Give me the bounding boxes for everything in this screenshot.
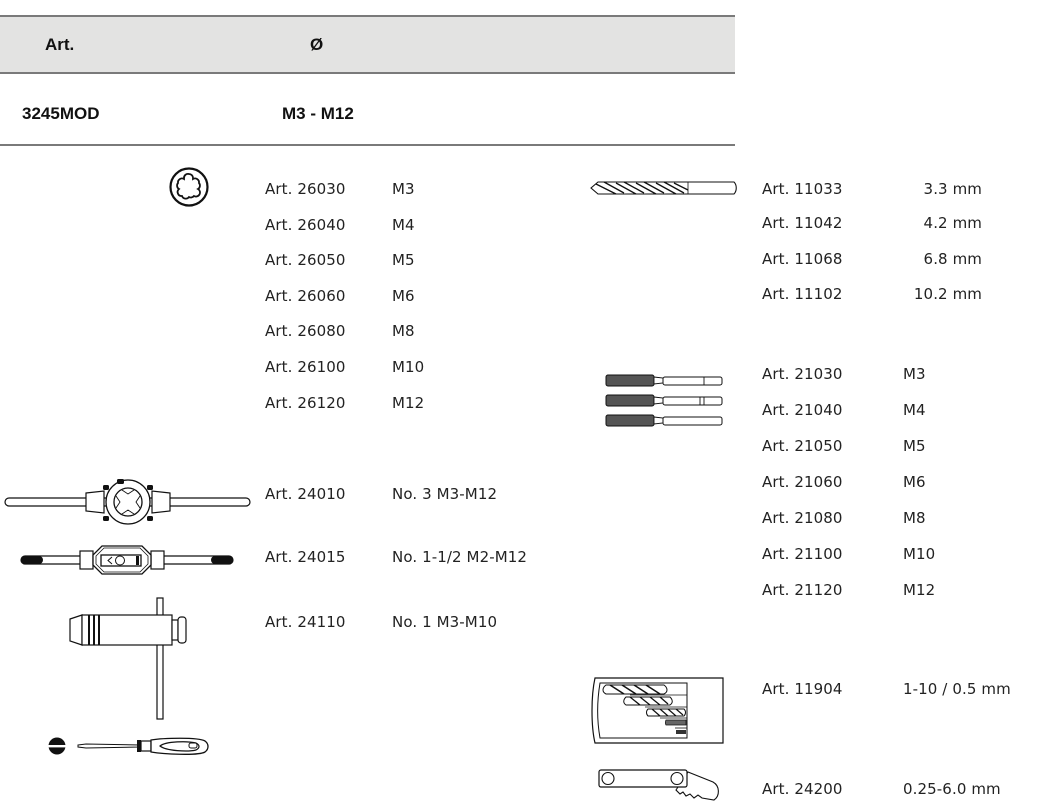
die-size-5: M10 (392, 358, 425, 376)
holder-desc-2: No. 1 M3-M10 (392, 613, 498, 631)
tap-art-4: Art. 21080 (762, 509, 843, 527)
drill-gauge-art: Art. 11904 (762, 680, 843, 698)
tap-art-0: Art. 21030 (762, 365, 843, 383)
die-size-6: M12 (392, 394, 425, 412)
die-size-3: M6 (392, 287, 415, 305)
thread-gauge-art: Art. 24200 (762, 780, 843, 798)
die-size-1: M4 (392, 216, 415, 234)
set-thread-range: M3 - M12 (282, 104, 354, 123)
drill-art-0: Art. 11033 (762, 180, 843, 198)
drill-size-1: 4.2 mm (923, 214, 982, 232)
drill-gauge-desc: 1-10 / 0.5 mm (903, 680, 1011, 698)
drill-size-3: 10.2 mm (913, 285, 982, 303)
die-art-0: Art. 26030 (265, 180, 346, 198)
die-size-2: M5 (392, 251, 415, 269)
tap-art-5: Art. 21100 (762, 545, 843, 563)
column-header-diameter: Ø (310, 35, 324, 54)
die-art-6: Art. 26120 (265, 394, 346, 412)
holder-art-0: Art. 24010 (265, 485, 346, 503)
die-art-2: Art. 26050 (265, 251, 346, 269)
tap-size-0: M3 (903, 365, 926, 383)
drill-gauge-icon (591, 677, 724, 744)
screwdriver-icon (48, 737, 209, 755)
drill-size-0: 3.3 mm (923, 180, 982, 198)
drill-art-3: Art. 11102 (762, 285, 843, 303)
tap-art-1: Art. 21040 (762, 401, 843, 419)
holder-desc-1: No. 1-1/2 M2-M12 (392, 548, 528, 566)
tap-size-2: M5 (903, 437, 926, 455)
drill-size-2: 6.8 mm (923, 250, 982, 268)
tap-art-3: Art. 21060 (762, 473, 843, 491)
tap-size-1: M4 (903, 401, 926, 419)
hand-taps-icon (605, 374, 723, 427)
t-handle-tap-wrench-icon (69, 597, 187, 720)
twist-drill-icon (590, 181, 737, 195)
tap-art-6: Art. 21120 (762, 581, 843, 599)
tap-art-2: Art. 21050 (762, 437, 843, 455)
tap-wrench-icon (20, 545, 234, 575)
die-size-0: M3 (392, 180, 415, 198)
die-size-4: M8 (392, 322, 415, 340)
thread-pitch-gauge-icon (598, 769, 719, 801)
holder-art-1: Art. 24015 (265, 548, 346, 566)
die-stock-icon (4, 479, 251, 525)
header-divider (0, 144, 735, 146)
tap-size-6: M12 (903, 581, 936, 599)
tap-size-5: M10 (903, 545, 936, 563)
die-art-4: Art. 26080 (265, 322, 346, 340)
holder-desc-0: No. 3 M3-M12 (392, 485, 498, 503)
drill-art-1: Art. 11042 (762, 214, 843, 232)
table-header-band (0, 15, 735, 74)
tap-size-4: M8 (903, 509, 926, 527)
holder-art-2: Art. 24110 (265, 613, 346, 631)
round-die-icon (169, 167, 209, 207)
die-art-3: Art. 26060 (265, 287, 346, 305)
drill-art-2: Art. 11068 (762, 250, 843, 268)
die-art-5: Art. 26100 (265, 358, 346, 376)
set-article-number: 3245MOD (22, 104, 100, 123)
column-header-art: Art. (45, 35, 75, 54)
thread-gauge-desc: 0.25-6.0 mm (903, 780, 1001, 798)
die-art-1: Art. 26040 (265, 216, 346, 234)
tap-size-3: M6 (903, 473, 926, 491)
